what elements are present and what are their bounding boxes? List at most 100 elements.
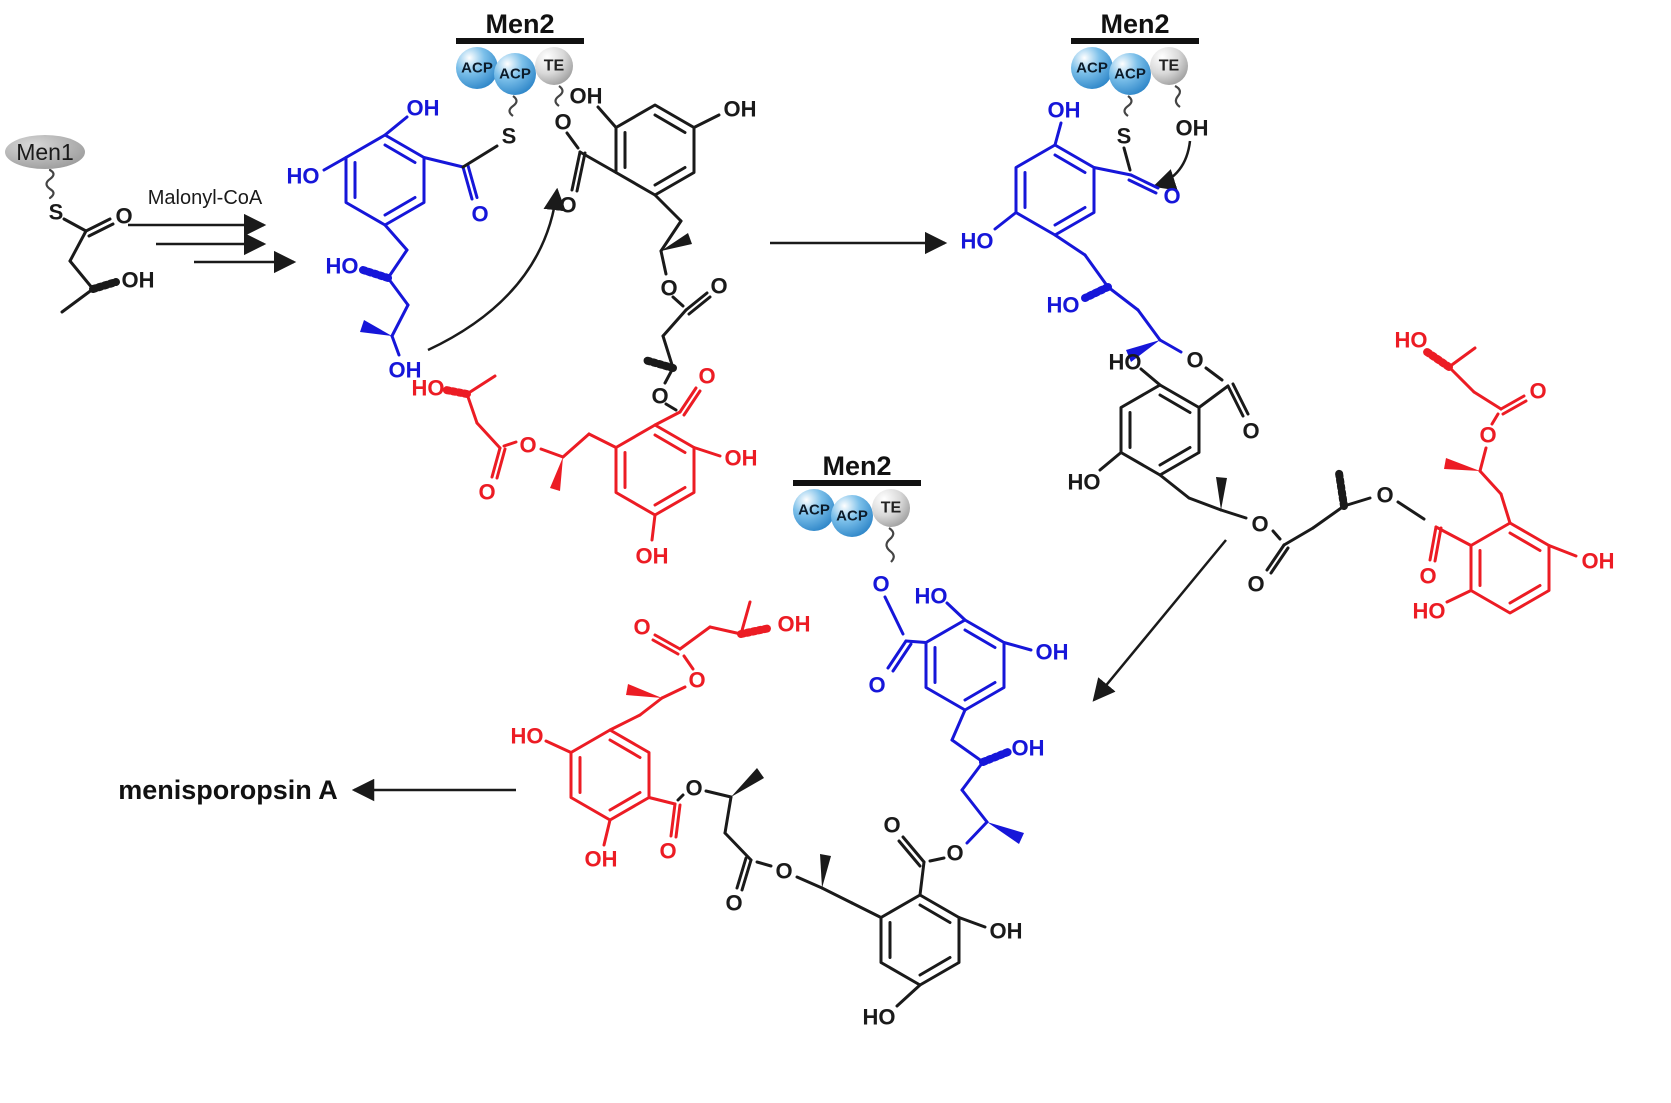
o-label: O <box>698 364 715 389</box>
bond <box>1447 346 1477 369</box>
bond <box>475 421 502 450</box>
bond <box>1269 546 1290 575</box>
bond <box>1282 526 1315 547</box>
o-label: O <box>1529 379 1546 404</box>
curved-arrow <box>427 187 566 352</box>
o-label: O <box>1186 348 1203 373</box>
o-label: O <box>710 274 727 299</box>
bond <box>62 217 88 233</box>
blue-monomer-1: OH HO O S HO OH <box>287 96 517 383</box>
te-domain <box>872 489 910 527</box>
bond <box>84 217 112 233</box>
men2-bar <box>456 38 584 44</box>
bond <box>322 156 348 172</box>
acp-label: ACP <box>1114 66 1146 83</box>
red-monomer-3: O HO OH O O OH <box>511 600 811 872</box>
hash-wedge <box>359 266 392 282</box>
bond <box>1127 178 1158 195</box>
bond <box>1136 308 1162 342</box>
acp-domain <box>1071 47 1113 89</box>
bond <box>735 856 748 890</box>
acp-domain <box>494 53 536 95</box>
bond <box>386 276 410 307</box>
bond <box>723 795 733 835</box>
bond <box>960 760 985 792</box>
bond <box>1501 399 1528 416</box>
bond <box>740 858 753 892</box>
benzene-ring-red <box>614 423 696 517</box>
o-label: O <box>660 276 677 301</box>
bond <box>87 222 115 238</box>
bond <box>539 447 565 459</box>
s-label: S <box>49 200 64 225</box>
hash-wedge <box>1335 469 1348 510</box>
te-link <box>1174 85 1182 108</box>
o-label: O <box>1163 184 1180 209</box>
black-monomer-1: O O OH OH O O O <box>554 84 757 412</box>
bond <box>1226 384 1245 418</box>
te-link <box>554 85 564 107</box>
bond <box>1499 394 1526 411</box>
oh-label: OH <box>1582 549 1615 574</box>
o-label: O <box>725 891 742 916</box>
bond <box>1158 338 1183 354</box>
bond <box>1122 146 1132 172</box>
bond <box>650 513 657 542</box>
bond <box>993 211 1018 231</box>
oh-label: OH <box>725 446 758 471</box>
oh-label: OH <box>1048 98 1081 123</box>
bond <box>704 789 733 799</box>
bond <box>674 803 682 839</box>
bond <box>608 713 642 732</box>
te-domain <box>535 47 573 85</box>
o-label: O <box>775 859 792 884</box>
bond <box>659 219 683 253</box>
product-step: menisporopsin A <box>118 775 516 805</box>
o-label: O <box>685 776 702 801</box>
malonyl-coa-label: Malonyl-CoA <box>148 187 263 209</box>
bond <box>383 223 409 252</box>
bond <box>1219 508 1248 520</box>
s-label: S <box>502 124 517 149</box>
red-monomer-1: O OH OH O O HO <box>412 364 758 569</box>
benzene-ring-red <box>569 728 651 822</box>
hash-wedge <box>1081 283 1112 302</box>
o-label: O <box>868 673 885 698</box>
bond <box>638 696 664 717</box>
bond <box>495 447 507 480</box>
bond <box>1053 233 1087 257</box>
bond <box>587 432 618 449</box>
s-label: S <box>1117 124 1132 149</box>
men2-complex-1: Men2 ACP ACP TE <box>456 9 584 117</box>
o-label: O <box>883 813 900 838</box>
bond <box>965 820 989 845</box>
bond <box>661 334 675 370</box>
bond <box>1445 589 1473 604</box>
men2-complex-3: Men2 ACP ACP TE <box>793 451 921 563</box>
methyl-wedge <box>1216 477 1227 510</box>
bond <box>490 446 502 479</box>
bond <box>561 432 591 459</box>
o-label: O <box>946 841 963 866</box>
bond <box>886 639 908 670</box>
methyl-wedge <box>1126 340 1160 362</box>
bond <box>465 392 479 425</box>
bond <box>1311 504 1346 530</box>
hash-wedge <box>1423 348 1453 371</box>
methyl-wedge <box>731 768 764 797</box>
o-label: O <box>651 384 668 409</box>
ho-label: HO <box>1068 470 1101 495</box>
ho-label: HO <box>915 584 948 609</box>
bond <box>671 295 685 308</box>
men1-badge <box>5 135 85 169</box>
o-label: O <box>1251 512 1268 537</box>
bond <box>1447 365 1476 394</box>
bond <box>850 901 883 919</box>
bond <box>1106 285 1140 312</box>
oh-label: OH <box>1036 640 1069 665</box>
bond <box>669 802 677 838</box>
bond <box>1265 543 1286 572</box>
bond <box>1472 390 1503 411</box>
bond <box>659 249 668 276</box>
